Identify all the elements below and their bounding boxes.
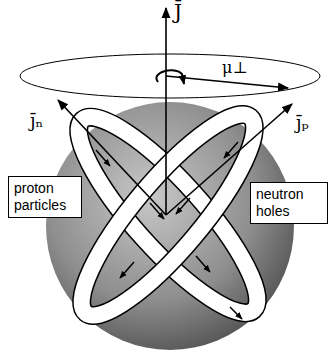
total-angular-momentum: J̄ [174, 0, 182, 24]
precession-ellipse [20, 54, 320, 98]
neutron-angular-momentum: j̄ₙ [30, 110, 43, 131]
box-label: neutron holes [256, 186, 322, 220]
label-box: neutron holes [250, 182, 328, 224]
orbit-rings [57, 0, 279, 335]
magnetic-moment: μ⊥ [222, 58, 247, 77]
proton-angular-momentum: j̄ₚ [296, 112, 309, 133]
j-vector [165, 8, 167, 215]
box-label: proton particles [14, 180, 76, 214]
rotation-arrow [156, 70, 184, 84]
ring-arrows [96, 142, 242, 319]
label-box: proton particles [8, 176, 82, 218]
